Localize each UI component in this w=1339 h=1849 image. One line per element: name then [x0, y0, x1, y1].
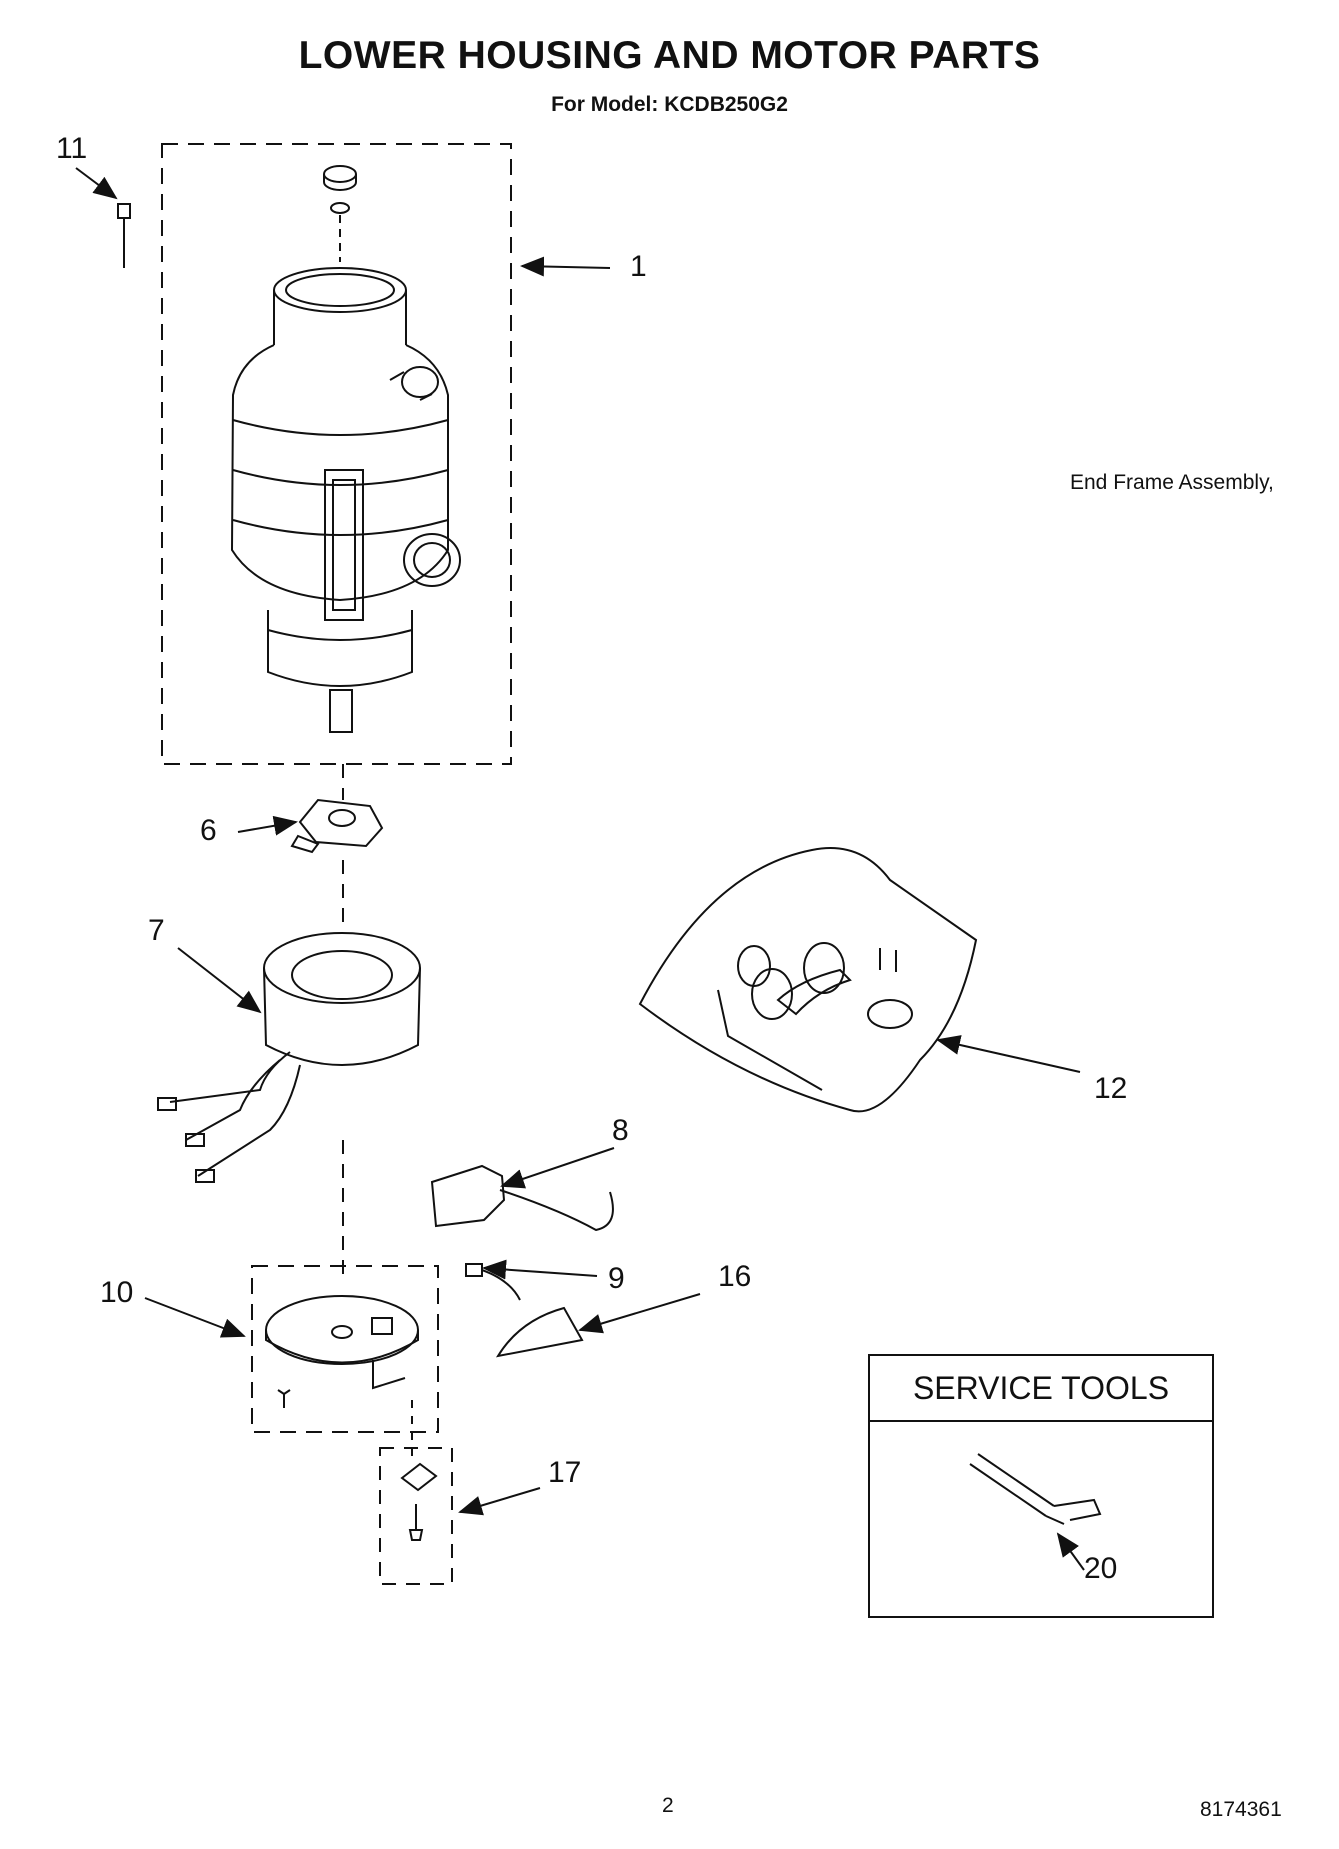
part-17-box	[379, 1447, 453, 1585]
callout-8: 8	[612, 1114, 629, 1147]
end-frame-part	[265, 1295, 419, 1408]
model-subtitle: For Model: KCDB250G2	[551, 93, 788, 116]
housing-assembly-box	[161, 143, 512, 765]
hardware-bag-part	[638, 847, 978, 1113]
service-tools-box: SERVICE TOOLS	[868, 1354, 1214, 1618]
callout-16: 16	[718, 1260, 752, 1293]
stator-part	[157, 932, 421, 1183]
end-frame-note: End Frame Assembly,	[1070, 471, 1274, 494]
callout-20: 20	[1084, 1552, 1118, 1585]
callout-10: 10	[100, 1276, 134, 1309]
tool-part	[969, 1453, 1102, 1525]
callout-11: 11	[56, 132, 88, 165]
callout-7: 7	[148, 914, 165, 947]
callout-6: 6	[200, 814, 217, 847]
service-tools-heading: SERVICE TOOLS	[870, 1356, 1212, 1422]
pad-part	[400, 1462, 438, 1492]
callout-17: 17	[548, 1456, 582, 1489]
shield-part	[495, 1306, 584, 1358]
end-frame-box	[251, 1265, 439, 1433]
callout-12: 12	[1094, 1072, 1128, 1105]
page-number: 2	[662, 1794, 674, 1817]
document-number: 8174361	[1200, 1798, 1282, 1821]
lower-housing-part	[230, 165, 461, 733]
callout-1: 1	[630, 250, 647, 283]
clip-part	[290, 798, 384, 854]
page-title: LOWER HOUSING AND MOTOR PARTS	[298, 34, 1041, 77]
callout-9: 9	[608, 1262, 625, 1295]
switch-part	[430, 1164, 614, 1232]
screw-part-11	[117, 203, 131, 268]
